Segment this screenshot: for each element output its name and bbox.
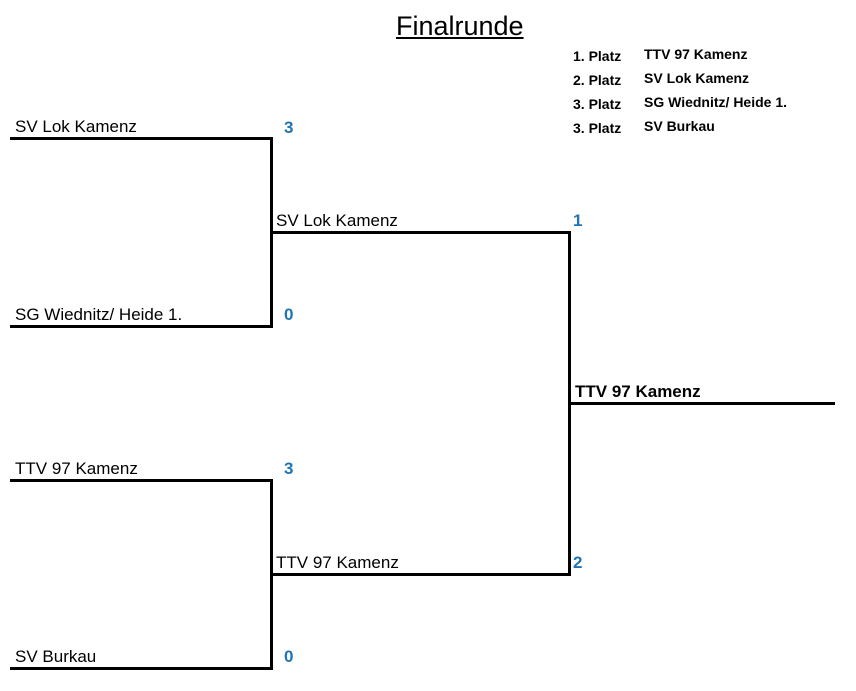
rank-team: SV Burkau: [644, 118, 715, 134]
score: 2: [573, 553, 583, 572]
score: 0: [284, 305, 294, 324]
rank-place: 1. Platz: [573, 48, 622, 64]
bracket-line: [10, 667, 273, 670]
team-label: SG Wiednitz/ Heide 1.: [15, 305, 183, 324]
champion-label: TTV 97 Kamenz: [575, 382, 701, 401]
winner-label: SV Lok Kamenz: [276, 211, 398, 230]
team-label: SV Lok Kamenz: [15, 117, 137, 136]
score: 1: [573, 211, 583, 230]
team-label: SV Burkau: [15, 647, 97, 666]
bracket-line: [568, 402, 835, 405]
score: 3: [284, 118, 294, 137]
rank-place: 3. Platz: [573, 96, 622, 112]
bracket-line: [10, 479, 273, 482]
winner-label: TTV 97 Kamenz: [276, 553, 399, 572]
bracket-line: [270, 231, 571, 234]
rank-place: 2. Platz: [573, 72, 622, 88]
rank-place: 3. Platz: [573, 120, 622, 136]
team-label: TTV 97 Kamenz: [15, 459, 138, 478]
page-title: Finalrunde: [396, 11, 524, 41]
score: 0: [284, 647, 294, 666]
rank-team: SV Lok Kamenz: [644, 70, 750, 86]
bracket-line: [270, 573, 571, 576]
bracket-line: [10, 137, 273, 140]
rank-team: TTV 97 Kamenz: [644, 46, 748, 62]
score: 3: [284, 459, 294, 478]
bracket-line: [10, 325, 273, 328]
rank-team: SG Wiednitz/ Heide 1.: [644, 94, 788, 110]
